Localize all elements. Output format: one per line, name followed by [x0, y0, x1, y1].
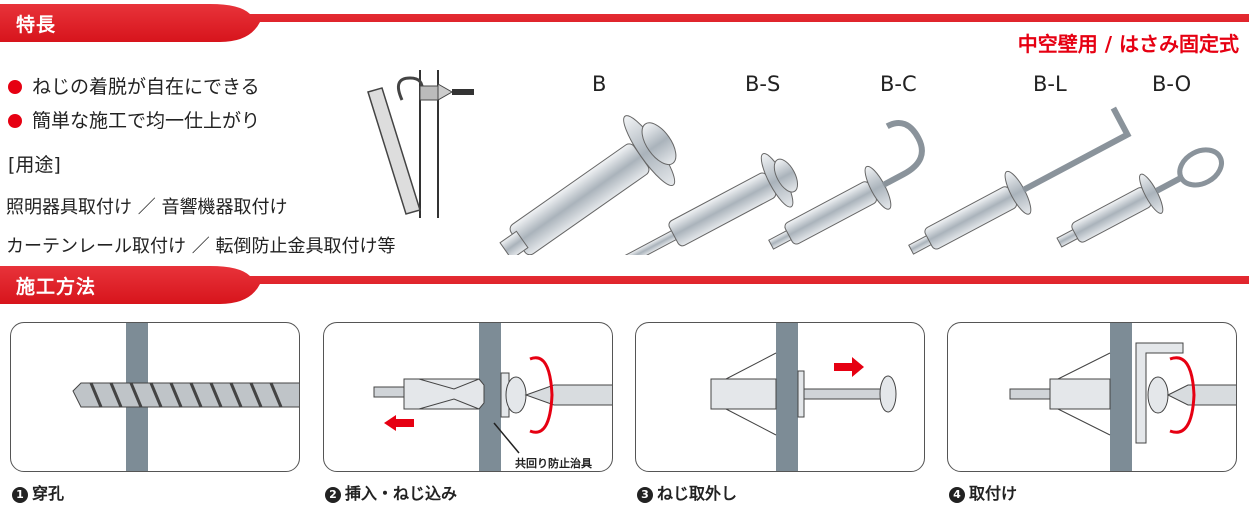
model-label-b-l: B-L	[1033, 72, 1067, 96]
features-title: 特長	[16, 14, 57, 36]
feature-item: 簡単な施工で均一仕上がり	[8, 106, 260, 133]
model-label-b-s: B-S	[745, 72, 781, 96]
header-bar-shape	[0, 4, 1249, 42]
model-label-b-o: B-O	[1152, 72, 1192, 96]
usage-line: 照明器具取付け ／ 音響機器取付け	[6, 197, 288, 218]
bullet-icon	[8, 80, 22, 94]
product-b-s	[622, 153, 799, 255]
subtitle: 中空壁用 / はさみ固定式	[1017, 32, 1239, 56]
feature-item: ねじの着脱が自在にできる	[8, 72, 260, 99]
header-bar-shape	[0, 266, 1249, 304]
bracket	[1135, 342, 1184, 444]
model-label-b: B	[592, 72, 607, 96]
usage-heading: [用途]	[8, 154, 61, 176]
arrow-left-icon	[384, 415, 396, 431]
bullet-icon	[8, 114, 22, 128]
step-2-panel	[323, 322, 613, 472]
wall	[1110, 323, 1132, 471]
wall-hook-diagram	[367, 70, 474, 218]
arrow-right-icon	[852, 357, 864, 377]
method-header: 施工方法	[0, 266, 1249, 304]
wall	[479, 323, 501, 471]
usage-line: カーテンレール取付け ／ 転倒防止金具取付け等	[6, 236, 396, 257]
anti-rotation-tool-note: 共回り防止治具	[515, 457, 592, 470]
product-illustrations	[499, 106, 1224, 255]
rotate-arrow-icon	[529, 356, 554, 434]
method-title: 施工方法	[16, 276, 97, 298]
drill-bit	[72, 382, 299, 408]
product-b	[499, 115, 677, 255]
step-3-panel	[635, 322, 925, 472]
step-1-panel	[10, 322, 300, 472]
features-header: 特長	[0, 4, 1249, 42]
product-b-c	[768, 120, 925, 250]
model-label-b-c: B-C	[880, 72, 917, 96]
product-b-l	[908, 106, 1132, 255]
product-b-o	[1056, 147, 1224, 248]
wall	[776, 323, 798, 471]
rotate-arrow-icon	[1169, 356, 1196, 434]
step-4-panel	[947, 322, 1237, 472]
